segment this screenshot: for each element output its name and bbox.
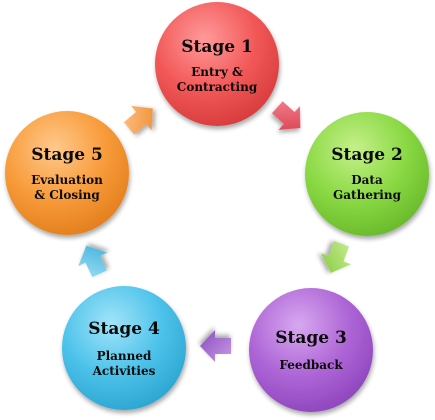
stage-4-subtitle-line-1: Planned	[97, 349, 152, 363]
stage-5-node: Stage 5 Evaluation & Closing	[5, 111, 129, 235]
arrow-stage4-to-stage5	[78, 245, 108, 278]
arrow-stage1-to-stage2	[271, 101, 301, 130]
stage-3-node: Stage 3 Feedback	[249, 288, 373, 412]
stage-4-subtitle-line-2: Activities	[92, 364, 156, 378]
stage-5-subtitle-line-1: Evaluation	[31, 173, 103, 187]
stage-1-subtitle-line-2: Contracting	[177, 80, 258, 94]
stage-2-subtitle-line-1: Data	[351, 173, 383, 187]
stage-4-node: Stage 4 Planned Activities	[62, 286, 186, 410]
stage-3-title: Stage 3	[275, 328, 347, 348]
stage-1-title: Stage 1	[181, 37, 253, 57]
arrow-stage2-to-stage3	[320, 241, 352, 273]
stage-2-title: Stage 2	[331, 145, 403, 165]
stage-2-node: Stage 2 Data Gathering	[305, 112, 429, 236]
arrow-stage5-to-stage1	[123, 105, 153, 135]
stage-4-title: Stage 4	[88, 319, 160, 339]
stage-1-subtitle-line-1: Entry &	[191, 65, 243, 79]
stage-5-subtitle-line-2: & Closing	[34, 188, 100, 202]
arrow-stage3-to-stage4	[200, 330, 231, 362]
stage-2-subtitle-line-2: Gathering	[333, 188, 402, 202]
stage-3-subtitle-line-1: Feedback	[279, 358, 343, 372]
stage-1-node: Stage 1 Entry & Contracting	[155, 2, 279, 126]
stage-5-title: Stage 5	[31, 145, 103, 165]
